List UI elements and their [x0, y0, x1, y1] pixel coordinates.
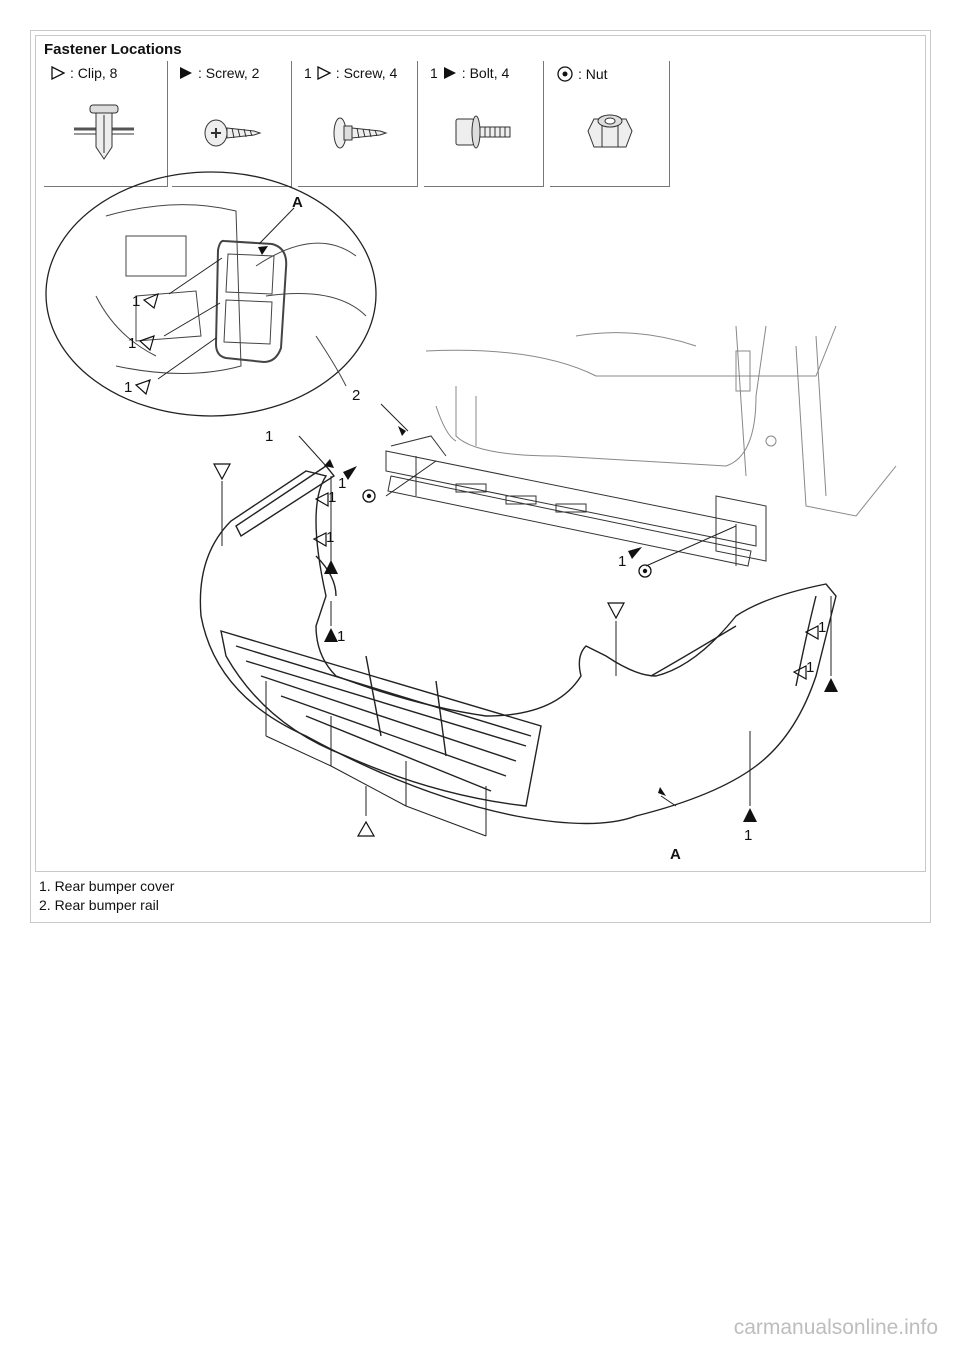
callout-1-bolt-rail-right: 1	[618, 553, 626, 570]
bumper-cover	[199, 465, 837, 825]
legend-screw-1-label: : Screw, 4	[335, 65, 398, 81]
bolt-icon	[455, 115, 511, 149]
screw-marker	[138, 335, 155, 352]
screw-marker	[142, 292, 159, 310]
clip-marker	[607, 602, 625, 620]
callout-a-bottom: A	[670, 846, 681, 863]
fastener-leaders	[221, 403, 832, 837]
nut-symbol-icon	[557, 66, 573, 82]
screw-marker	[804, 625, 819, 641]
legend-bolt: 1 : Bolt, 4	[424, 61, 544, 187]
legend-nut-label: : Nut	[578, 66, 608, 82]
legend-screw-1-prefix: 1	[304, 65, 312, 81]
bumper-diagram: A 1 2 A 1 1 1 1 1 1 1 1 1 1 1	[45, 171, 897, 863]
figure-captions: 1. Rear bumper cover 2. Rear bumper rail	[39, 877, 174, 915]
callout-1-screw-c: 1	[818, 619, 826, 636]
bumper-rail	[385, 435, 767, 567]
callout-2-rail: 2	[352, 387, 360, 404]
diagram-title: Fastener Locations	[44, 41, 182, 58]
callout-a-detail: A	[292, 194, 303, 211]
clip-icon	[74, 104, 134, 160]
diagram-frame: Fastener Locations : Clip, 8 : Screw, 2	[35, 35, 926, 872]
callout-1-detail-top: 1	[132, 293, 140, 310]
arrowheads	[258, 246, 666, 796]
callout-1-bolt: 1	[744, 827, 752, 844]
callout-1-screw-d: 1	[806, 659, 814, 676]
legend-screw-1: 1 : Screw, 4	[298, 61, 418, 187]
legend-screw-label: : Screw, 2	[198, 65, 260, 81]
legend-clip-label: : Clip, 8	[70, 65, 118, 81]
screw-icon	[204, 119, 262, 147]
outline-triangle-icon	[317, 66, 332, 80]
detail-leaders	[157, 207, 295, 380]
screw-marker	[134, 379, 151, 396]
callout-1-detail-mid: 1	[128, 335, 136, 352]
content-frame: Fastener Locations : Clip, 8 : Screw, 2	[30, 30, 931, 923]
nut-markers	[362, 489, 652, 578]
legend-bolt-label: : Bolt, 4	[461, 65, 510, 81]
clip-marker	[356, 820, 376, 837]
detail-lamp-housing	[95, 204, 367, 387]
nut-marker	[638, 564, 652, 578]
bolt-marker	[343, 466, 357, 480]
callout-1-bolt-rail-left: 1	[338, 475, 346, 492]
screw-marker	[312, 532, 327, 548]
bolt-marker	[743, 808, 757, 822]
screw-marker	[792, 665, 807, 681]
clip-marker	[213, 463, 231, 481]
bolt-marker	[324, 560, 338, 574]
callout-1-detail-bottom: 1	[124, 379, 132, 396]
callout-1-cover: 1	[265, 428, 273, 445]
nut-marker	[362, 489, 376, 503]
washer-screw-icon	[333, 117, 388, 149]
legend-nut: : Nut	[550, 61, 670, 187]
outline-triangle-icon	[51, 66, 66, 80]
watermark: carmanualsonline.info	[733, 1316, 938, 1339]
legend-bolt-prefix: 1	[430, 65, 438, 81]
callout-1-bolt-left: 1	[337, 628, 345, 645]
callout-1-screw-b: 1	[326, 529, 334, 546]
callout-1-screw-a: 1	[328, 489, 336, 506]
nut-icon	[587, 114, 633, 148]
screw-marker	[314, 492, 329, 508]
detail-circle	[45, 171, 377, 417]
filled-triangle-icon	[443, 67, 456, 79]
bolt-marker	[324, 628, 338, 642]
bolt-markers	[324, 466, 838, 822]
legend-clip: : Clip, 8	[44, 61, 168, 187]
bolt-marker	[824, 678, 838, 692]
caption-rear-bumper-cover: 1. Rear bumper cover	[39, 878, 175, 894]
vehicle-body	[425, 325, 897, 517]
caption-rear-bumper-rail: 2. Rear bumper rail	[39, 897, 159, 913]
clip-markers	[134, 292, 819, 837]
filled-triangle-icon	[180, 67, 192, 79]
legend-screw: : Screw, 2	[172, 61, 292, 187]
bolt-marker	[628, 547, 642, 559]
